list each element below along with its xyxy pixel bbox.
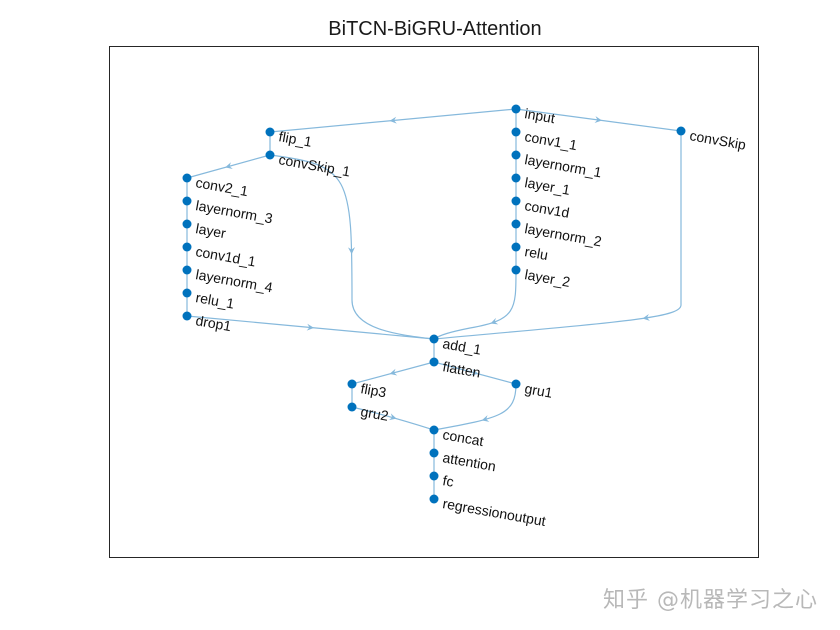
- edge-flatten-to-flip3-arrowhead: [389, 368, 398, 376]
- node-layer_1: layer_1: [511, 173, 572, 198]
- node-label: layer_2: [523, 266, 571, 290]
- node-label: conv1d: [523, 197, 570, 221]
- node-marker: [511, 219, 521, 229]
- node-marker: [676, 126, 686, 136]
- node-marker: [182, 242, 192, 252]
- node-label: conv1d_1: [194, 243, 257, 269]
- node-label: flip3: [359, 380, 387, 400]
- diagram-title: BiTCN-BiGRU-Attention: [328, 18, 542, 40]
- node-label: relu_1: [194, 289, 235, 312]
- edge-layer_2-to-add_1: [433, 269, 517, 340]
- node-label: gru1: [523, 380, 554, 401]
- edge-gru1-to-concat-arrowhead: [481, 415, 490, 422]
- node-label: concat: [441, 426, 485, 449]
- edge-convSkip-to-add_1-arrowhead: [642, 313, 650, 321]
- node-marker: [347, 402, 357, 412]
- node-label: input: [523, 105, 556, 126]
- node-marker: [511, 104, 521, 114]
- node-label: conv2_1: [194, 174, 249, 199]
- node-marker: [265, 150, 275, 160]
- node-convSkip_1: convSkip_1: [265, 150, 352, 180]
- node-label: convSkip: [688, 127, 747, 153]
- node-marker: [429, 357, 439, 367]
- edge-gru2-to-concat-arrowhead: [388, 413, 397, 421]
- node-relu: relu: [511, 242, 549, 263]
- node-label: flip_1: [277, 128, 313, 150]
- node-drop1: drop1: [182, 311, 233, 334]
- plot-frame: [109, 46, 759, 558]
- node-marker: [429, 471, 439, 481]
- node-marker: [182, 311, 192, 321]
- node-conv1_1: conv1_1: [511, 127, 579, 153]
- node-marker: [265, 127, 275, 137]
- edge-gru1-to-concat: [433, 383, 517, 431]
- node-marker: [347, 379, 357, 389]
- nodes-layer: inputconv1_1layernorm_1layer_1conv1dlaye…: [182, 104, 747, 529]
- node-marker: [429, 334, 439, 344]
- edge-convSkip_1-to-add_1: [269, 154, 435, 340]
- node-label: conv1_1: [523, 128, 578, 153]
- node-marker: [511, 150, 521, 160]
- node-marker: [511, 265, 521, 275]
- node-conv2_1: conv2_1: [182, 173, 250, 199]
- node-layer_2: layer_2: [511, 265, 572, 290]
- node-label: flatten: [441, 358, 481, 380]
- node-attention: attention: [429, 448, 497, 474]
- node-marker: [182, 196, 192, 206]
- node-label: convSkip_1: [277, 151, 351, 179]
- node-relu_1: relu_1: [182, 288, 236, 312]
- edge-input-to-flip_1-arrowhead: [389, 116, 397, 124]
- node-add_1: add_1: [429, 334, 483, 358]
- node-flip3: flip3: [347, 379, 388, 400]
- node-marker: [511, 127, 521, 137]
- edges-layer: [186, 108, 682, 499]
- node-marker: [182, 265, 192, 275]
- node-label: fc: [441, 472, 455, 490]
- edge-layer_2-to-add_1-arrowhead: [490, 317, 499, 325]
- node-label: drop1: [194, 312, 232, 334]
- node-label: layer: [194, 220, 227, 241]
- node-conv1d_1: conv1d_1: [182, 242, 257, 270]
- node-input: input: [511, 104, 556, 126]
- edge-convSkip_1-to-add_1-arrowhead: [348, 247, 356, 255]
- node-gru1: gru1: [511, 379, 554, 401]
- node-marker: [429, 448, 439, 458]
- node-convSkip: convSkip: [676, 126, 747, 153]
- node-layer: layer: [182, 219, 227, 241]
- edge-input-to-convSkip-arrowhead: [594, 116, 602, 124]
- node-marker: [511, 173, 521, 183]
- edge-flatten-to-gru1-arrowhead: [470, 368, 479, 376]
- node-label: add_1: [441, 335, 482, 358]
- node-label: layer_1: [523, 174, 571, 198]
- node-marker: [182, 173, 192, 183]
- node-marker: [511, 242, 521, 252]
- node-label: regressionoutput: [441, 495, 547, 529]
- node-marker: [429, 494, 439, 504]
- node-flatten: flatten: [429, 357, 482, 381]
- edge-drop1-to-add_1-arrowhead: [306, 323, 314, 331]
- node-marker: [511, 196, 521, 206]
- watermark: 知乎 @机器学习之心: [603, 588, 818, 613]
- node-concat: concat: [429, 425, 485, 449]
- node-fc: fc: [429, 471, 455, 490]
- node-label: relu: [523, 243, 549, 263]
- node-marker: [429, 425, 439, 435]
- node-flip_1: flip_1: [265, 127, 313, 150]
- node-marker: [182, 288, 192, 298]
- node-label: attention: [441, 449, 497, 474]
- node-marker: [182, 219, 192, 229]
- node-regressionoutput: regressionoutput: [429, 494, 547, 529]
- edge-gru2-to-concat: [351, 406, 435, 431]
- node-gru2: gru2: [347, 402, 390, 424]
- edge-convSkip_1-to-conv2_1-arrowhead: [225, 162, 233, 169]
- node-conv1d: conv1d: [511, 196, 571, 221]
- node-marker: [511, 379, 521, 389]
- node-label: gru2: [359, 403, 390, 424]
- edge-convSkip-to-add_1: [433, 131, 682, 340]
